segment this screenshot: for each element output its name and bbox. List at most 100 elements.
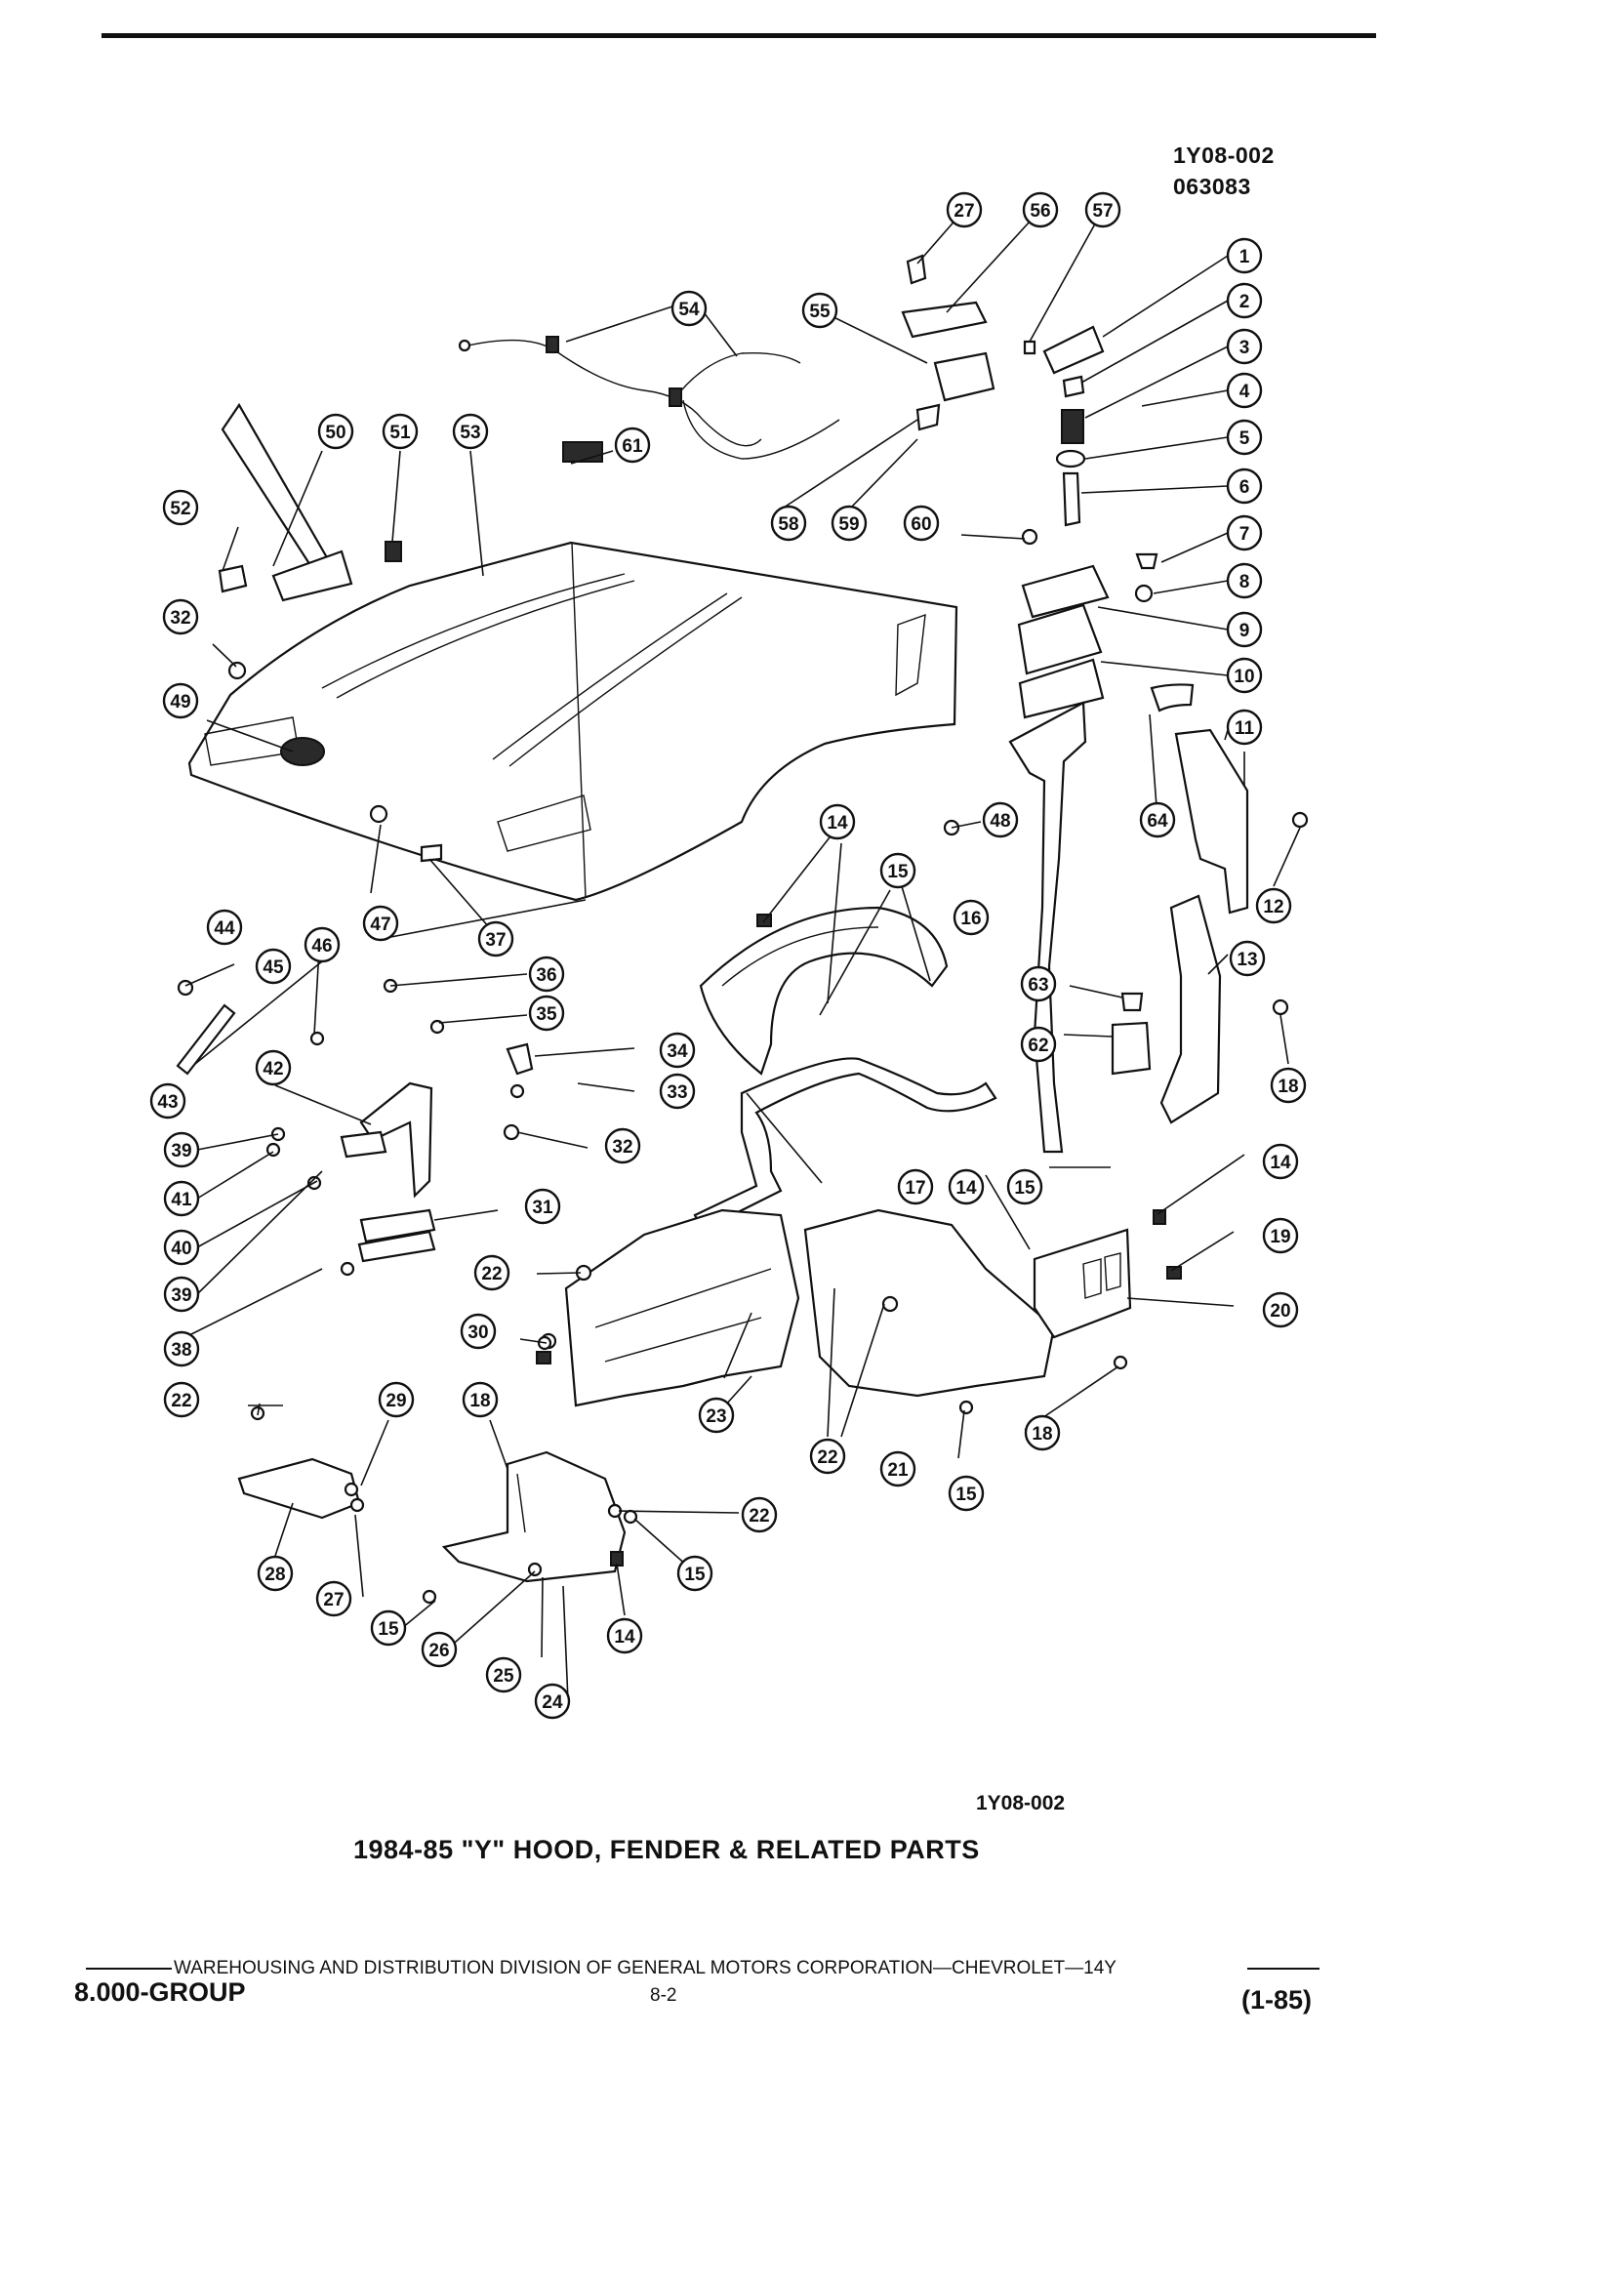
callout-circle — [1255, 887, 1292, 924]
callout-number: 52 — [170, 499, 190, 519]
callout-44: 44 — [206, 909, 243, 946]
callout-number: 39 — [171, 1141, 191, 1161]
callout-circle — [606, 1617, 643, 1654]
callout-circle — [304, 926, 341, 963]
callout-circle — [879, 852, 916, 889]
callout-circle — [149, 1082, 186, 1120]
callout-52: 52 — [162, 489, 199, 526]
callout-31: 31 — [524, 1188, 561, 1225]
callout-circle — [1226, 468, 1263, 505]
callout-15: 15 — [948, 1475, 985, 1512]
callout-29: 29 — [378, 1381, 415, 1418]
callout-36: 36 — [528, 956, 565, 993]
callout-6: 6 — [1226, 468, 1263, 505]
callout-circle — [528, 956, 565, 993]
callout-circle — [528, 995, 565, 1032]
callout-circle — [382, 413, 419, 450]
front-lower-bracket — [441, 1450, 627, 1583]
callout-number: 16 — [960, 909, 981, 929]
callout-39: 39 — [163, 1131, 200, 1168]
callout-circle — [1226, 562, 1263, 599]
callout-circle — [1020, 965, 1057, 1002]
callout-circle — [1262, 1143, 1299, 1180]
callout-circle — [953, 899, 990, 936]
callout-circle — [1024, 1414, 1061, 1451]
callout-54: 54 — [670, 290, 708, 327]
callout-circle — [1262, 1217, 1299, 1254]
callout-circle — [1226, 709, 1263, 746]
callout-number: 4 — [1239, 382, 1250, 402]
callout-number: 64 — [1147, 811, 1168, 832]
callout-18: 18 — [1270, 1067, 1307, 1104]
callout-number: 43 — [157, 1092, 178, 1113]
callout-30: 30 — [460, 1313, 497, 1350]
page-number: 8-2 — [650, 1985, 677, 2006]
top-rule — [102, 33, 1376, 38]
callout-number: 30 — [467, 1323, 488, 1343]
callout-number: 14 — [614, 1627, 635, 1648]
callout-circle — [378, 1381, 415, 1418]
callout-circle — [421, 1631, 458, 1668]
callout-7: 7 — [1226, 514, 1263, 551]
callout-40: 40 — [163, 1229, 200, 1266]
callout-number: 47 — [370, 915, 390, 935]
callout-18: 18 — [1024, 1414, 1061, 1451]
callout-32: 32 — [604, 1127, 641, 1164]
callout-circle — [1006, 1168, 1043, 1205]
callout-number: 32 — [612, 1137, 632, 1158]
callout-number: 22 — [749, 1506, 769, 1527]
callout-47: 47 — [362, 905, 399, 942]
callout-circle — [819, 803, 856, 840]
callout-circle — [1226, 657, 1263, 694]
callout-number: 15 — [684, 1565, 706, 1585]
callout-number: 18 — [1032, 1424, 1052, 1445]
caption-reference: 1Y08-002 — [976, 1792, 1066, 1814]
callout-number: 59 — [838, 514, 859, 535]
callout-circle — [1020, 1026, 1057, 1063]
callout-circle — [163, 1229, 200, 1266]
callout-number: 46 — [311, 936, 332, 957]
hood-latch-assembly — [901, 254, 1036, 431]
callout-49: 49 — [162, 682, 199, 719]
callout-circle — [163, 1180, 200, 1217]
callout-number: 5 — [1239, 428, 1250, 449]
callout-circle — [162, 489, 199, 526]
callout-56: 56 — [1022, 191, 1059, 228]
callout-number: 40 — [171, 1239, 191, 1259]
callout-37: 37 — [477, 920, 514, 957]
callout-number: 56 — [1030, 201, 1050, 222]
callout-15: 15 — [370, 1609, 407, 1647]
callout-circle — [698, 1397, 735, 1434]
callout-27: 27 — [315, 1580, 352, 1617]
diagram-title: 1984-85 "Y" HOOD, FENDER & RELATED PARTS — [353, 1835, 980, 1864]
diagram-date-code: 063083 — [1173, 174, 1251, 199]
callout-12: 12 — [1255, 887, 1292, 924]
callout-number: 26 — [428, 1641, 449, 1661]
callout-circle — [460, 1313, 497, 1350]
callout-circle — [1226, 282, 1263, 319]
callout-number: 63 — [1028, 975, 1048, 996]
callout-number: 15 — [1014, 1178, 1035, 1199]
callout-51: 51 — [382, 413, 419, 450]
callout-circle — [163, 1276, 200, 1313]
filler-panel — [237, 1457, 361, 1520]
callout-11: 11 — [1226, 709, 1263, 746]
callout-circle — [948, 1475, 985, 1512]
callout-13: 13 — [1229, 940, 1266, 977]
callout-23: 23 — [698, 1397, 735, 1434]
hood-lift-strut — [176, 979, 236, 1076]
callout-20: 20 — [1262, 1291, 1299, 1328]
callout-48: 48 — [982, 801, 1019, 838]
callout-59: 59 — [831, 505, 868, 542]
callout-number: 6 — [1239, 477, 1250, 498]
callout-58: 58 — [770, 505, 807, 542]
callout-10: 10 — [1226, 657, 1263, 694]
callout-labels: 1234567891011121314141414151515151516171… — [149, 191, 1307, 1720]
callout-number: 15 — [378, 1619, 399, 1640]
callout-circle — [485, 1656, 522, 1693]
callout-circle — [903, 505, 940, 542]
callout-number: 55 — [809, 302, 831, 322]
callout-16: 16 — [953, 899, 990, 936]
callout-1: 1 — [1226, 237, 1263, 274]
